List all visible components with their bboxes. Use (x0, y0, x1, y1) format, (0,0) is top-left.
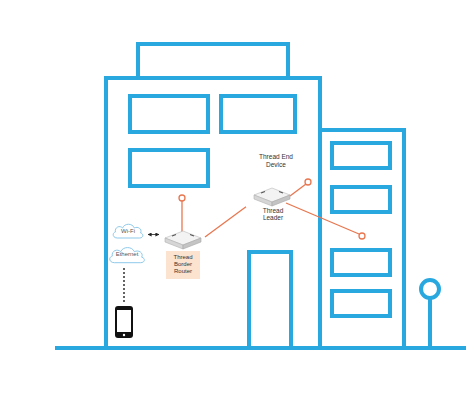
lamp-post (428, 298, 432, 348)
window (332, 143, 390, 168)
window (130, 96, 208, 132)
device-label: Thread Border Router (168, 254, 198, 276)
thread-device: Thread End DeviceThread Leader (246, 153, 298, 222)
network-label: Ethernet (106, 244, 148, 261)
smartphone (115, 306, 133, 338)
window (130, 150, 208, 186)
window (332, 291, 390, 316)
network-cloud: Ethernet (106, 244, 148, 266)
side-building (320, 130, 404, 348)
router-device (252, 185, 292, 207)
border-router: Thread Border Router (161, 228, 205, 279)
label-box: Thread Border Router (166, 251, 200, 279)
roof-block (138, 44, 288, 78)
thread-node-dot (179, 195, 185, 201)
thread-node-dot (359, 233, 365, 239)
thread-link (290, 184, 306, 196)
thread-link (286, 203, 359, 234)
ground-line (55, 346, 466, 350)
main-building (106, 78, 320, 348)
device-label: Thread Leader (260, 207, 286, 223)
device-label: Thread End Device (258, 153, 294, 169)
thread-node-dot (305, 179, 311, 185)
window (332, 187, 390, 212)
network-cloud: Wi-Fi (110, 221, 146, 241)
door (249, 252, 291, 348)
window (221, 96, 295, 132)
router-device (163, 228, 203, 250)
dashed-link (123, 268, 124, 304)
network-arrow (148, 234, 159, 235)
lamp (421, 280, 439, 298)
window (332, 250, 390, 275)
thread-link (181, 201, 182, 232)
network-label: Wi-Fi (110, 221, 146, 238)
thread-link (205, 207, 246, 237)
